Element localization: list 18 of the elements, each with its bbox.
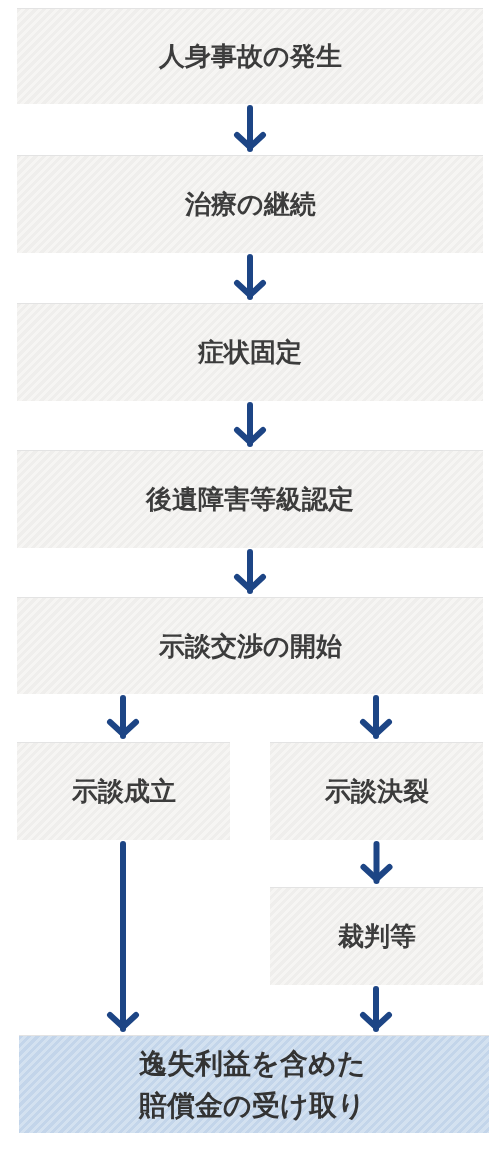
step-box: 示談決裂: [270, 742, 483, 840]
step-box: 示談交渉の開始: [17, 597, 483, 694]
step-box: 後遺障害等級認定: [17, 450, 483, 548]
arrow: [107, 841, 139, 1032]
arrow: [234, 105, 266, 152]
step-box: 人身事故の発生: [17, 8, 483, 104]
arrow: [234, 549, 266, 594]
step-box: 症状固定: [17, 303, 483, 401]
arrow: [360, 841, 393, 884]
step-box: 裁判等: [270, 887, 483, 985]
step-box: 治療の継続: [17, 155, 483, 253]
arrow: [360, 695, 392, 739]
arrow: [234, 402, 266, 447]
arrow: [107, 695, 139, 739]
arrow: [360, 986, 392, 1032]
arrow: [234, 254, 266, 300]
result-box: 逸失利益を含めた賠償金の受け取り: [19, 1035, 489, 1133]
step-box: 示談成立: [17, 742, 230, 840]
